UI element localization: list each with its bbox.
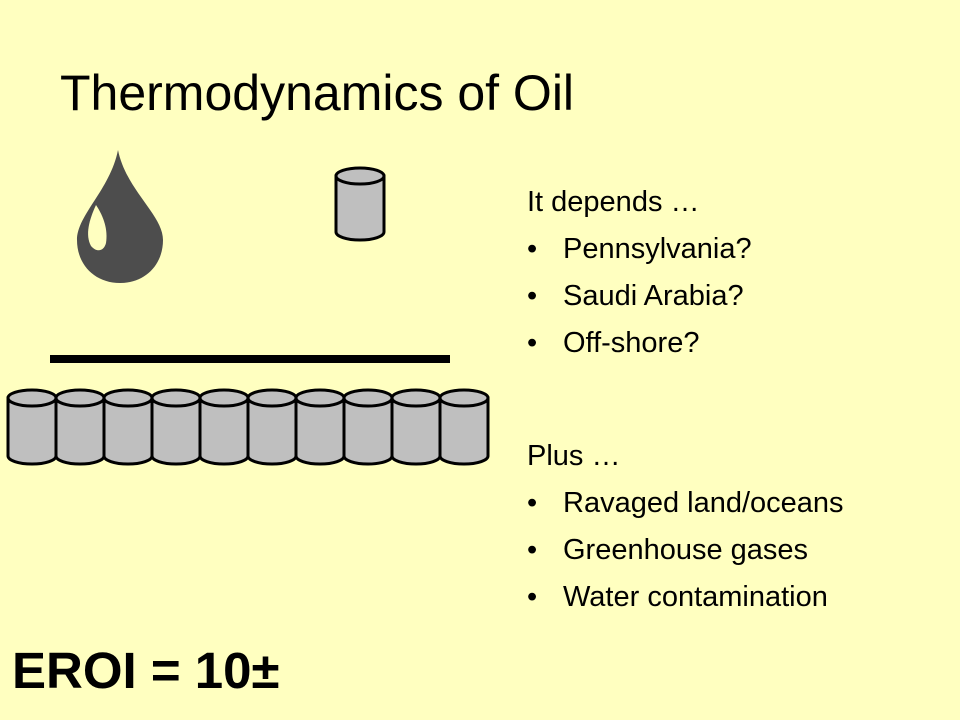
oil-eroi-figure bbox=[6, 150, 490, 466]
barrel-icon bbox=[54, 388, 106, 466]
list-item: • Greenhouse gases bbox=[527, 527, 947, 574]
intro-depends: It depends … bbox=[527, 186, 700, 218]
list-item-text: Off-shore? bbox=[563, 327, 700, 359]
intro-plus: Plus … bbox=[527, 440, 621, 472]
barrel-icon bbox=[246, 388, 298, 466]
barrel-icon bbox=[342, 388, 394, 466]
list-item: • Pennsylvania? bbox=[527, 226, 947, 273]
barrel-icon bbox=[102, 388, 154, 466]
eroi-value: EROI = 10± bbox=[12, 642, 280, 699]
barrel-icon bbox=[438, 388, 490, 466]
fraction-bar bbox=[50, 355, 450, 363]
barrel-icon bbox=[150, 388, 202, 466]
bullet-dot: • bbox=[527, 534, 538, 566]
costs-list: • Ravaged land/oceans • Greenhouse gases •… bbox=[527, 480, 947, 621]
list-item: • Saudi Arabia? bbox=[527, 273, 947, 320]
list-item-text: Ravaged land/oceans bbox=[563, 487, 844, 519]
bullet-dot: • bbox=[527, 487, 538, 519]
barrel-icon bbox=[334, 166, 386, 242]
barrel-icon bbox=[390, 388, 442, 466]
list-item: • Off-shore? bbox=[527, 320, 947, 367]
bullet-dot: • bbox=[527, 233, 538, 265]
spacer bbox=[527, 367, 947, 433]
bullet-dot: • bbox=[527, 327, 538, 359]
bullet-dot: • bbox=[527, 581, 538, 613]
slide-title: Thermodynamics of Oil bbox=[60, 65, 575, 121]
barrel-icon bbox=[198, 388, 250, 466]
text-block: It depends … • Pennsylvania? • Saudi Arabi… bbox=[527, 179, 947, 621]
list-item: • Ravaged land/oceans bbox=[527, 480, 947, 527]
locations-list: • Pennsylvania? • Saudi Arabia? • Off-shore… bbox=[527, 226, 947, 367]
list-item-text: Greenhouse gases bbox=[563, 534, 809, 566]
bullet-dot: • bbox=[527, 280, 538, 312]
list-item-text: Pennsylvania? bbox=[563, 233, 752, 265]
barrel-icon bbox=[6, 388, 58, 466]
list-item: • Water contamination bbox=[527, 574, 947, 621]
list-item-text: Saudi Arabia? bbox=[563, 280, 744, 312]
barrel-icon bbox=[294, 388, 346, 466]
list-item-text: Water contamination bbox=[563, 581, 828, 613]
oil-drop-icon bbox=[77, 150, 163, 283]
barrel-row bbox=[6, 388, 490, 466]
